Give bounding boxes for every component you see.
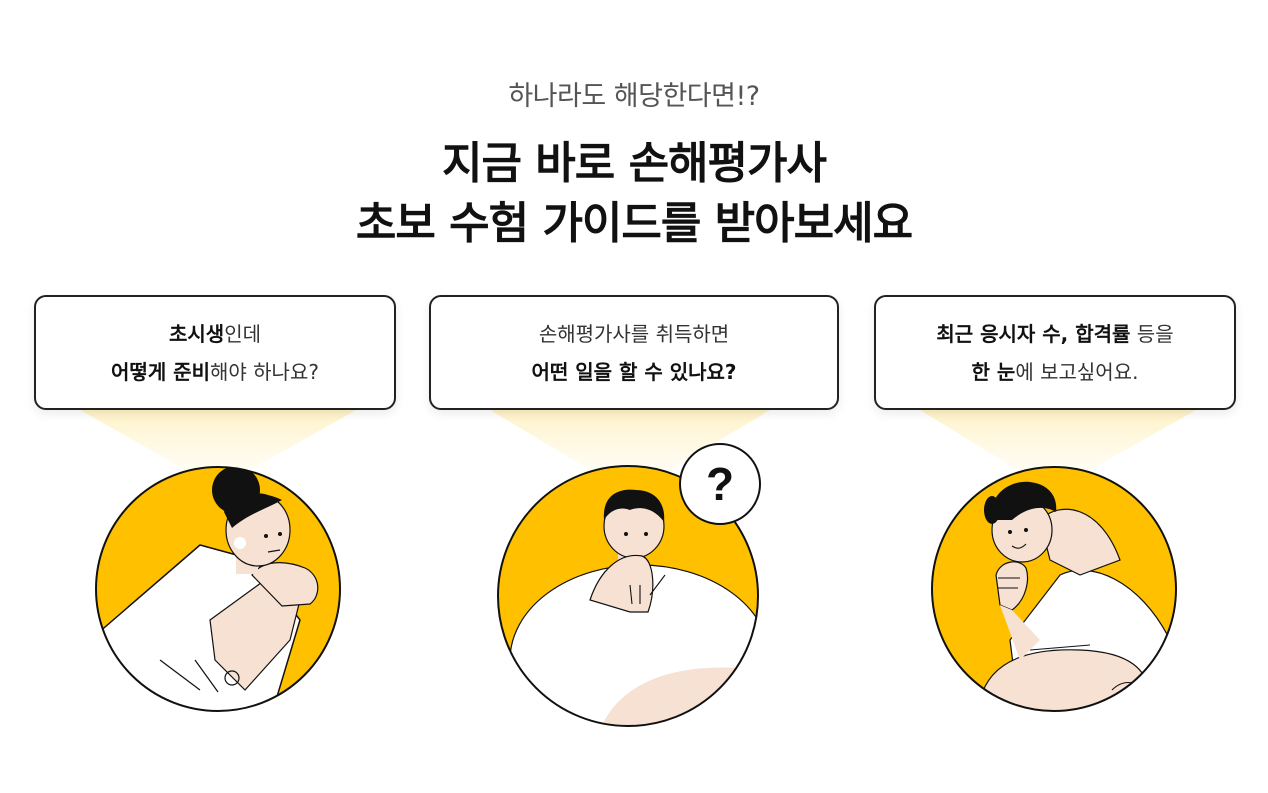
speech-bubble-statistics: 최근 응시자 수, 합격률 등을 한 눈에 보고싶어요. [874, 295, 1236, 410]
character-1-illustration [95, 466, 341, 712]
speech-bubble-career: 손해평가사를 취득하면 어떤 일을 할 수 있나요? [429, 295, 839, 410]
light-beam-2 [490, 410, 770, 470]
character-2-illustration: ? [497, 443, 761, 727]
bubble-2-line-2-bold: 어떤 일을 할 수 있나요? [531, 360, 737, 384]
bubble-1-line-1-bold: 초시생 [168, 322, 225, 346]
bubble-3-line-1-rest: 등을 [1130, 322, 1174, 346]
light-beam-3 [920, 410, 1196, 470]
bubble-1-line-2-rest: 해야 하나요? [209, 360, 319, 384]
bubble-2-line-2: 어떤 일을 할 수 있나요? [431, 353, 837, 391]
headline-line-2: 초보 수험 가이드를 받아보세요 [355, 198, 913, 249]
speech-bubble-beginner: 초시생인데 어떻게 준비해야 하나요? [34, 295, 396, 410]
question-bubble-icon [679, 443, 761, 525]
bubble-3-line-1-bold: 최근 응시자 수, 합격률 [936, 322, 1131, 346]
light-beam-1 [80, 410, 356, 470]
bubble-1-line-2-bold: 어떻게 준비 [111, 360, 210, 384]
bubble-3-line-2-bold: 한 눈 [971, 360, 1016, 384]
bubble-3-line-2: 한 눈에 보고싶어요. [876, 353, 1234, 391]
bubble-2-line-1: 손해평가사를 취득하면 [538, 322, 730, 346]
bubble-1-line-1: 초시생인데 [36, 315, 394, 353]
headline: 지금 바로 손해평가사 초보 수험 가이드를 받아보세요 [0, 134, 1268, 254]
bubble-3-line-1: 최근 응시자 수, 합격률 등을 [876, 315, 1234, 353]
bubble-3-line-2-rest: 에 보고싶어요. [1015, 360, 1139, 384]
bubble-1-line-2: 어떻게 준비해야 하나요? [36, 353, 394, 391]
bubble-1-line-1-rest: 인데 [224, 322, 261, 346]
character-3-illustration [931, 466, 1177, 712]
headline-line-1: 지금 바로 손해평가사 [442, 138, 827, 189]
eyebrow-text: 하나라도 해당한다면!? [508, 81, 760, 112]
question-mark-icon: ? [706, 458, 734, 510]
